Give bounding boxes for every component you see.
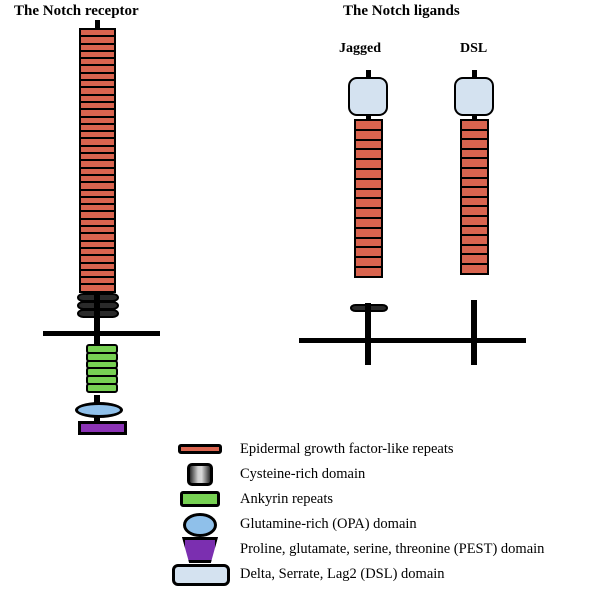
legend-item-label: Cysteine-rich domain	[240, 466, 366, 482]
legend-item: Delta, Serrate, Lag2 (DSL) domain	[170, 562, 590, 587]
legend-item: Glutamine-rich (OPA) domain	[170, 512, 590, 537]
legend-item: Epidermal growth factor-like repeats	[170, 437, 590, 462]
egf-repeat	[460, 262, 489, 275]
receptor-panel-title: The Notch receptor	[14, 3, 139, 19]
dsl-label: DSL	[460, 41, 488, 56]
ankyrin-repeat-icon	[170, 487, 232, 512]
jagged-linker-stalk	[366, 114, 371, 121]
receptor-egf-repeat-stack	[79, 28, 116, 293]
legend-item-label: Ankyrin repeats	[240, 491, 334, 507]
legend: Epidermal growth factor-like repeats Cys…	[170, 437, 590, 587]
legend-item: Cysteine-rich domain	[170, 462, 590, 487]
ligand-membrane-line	[299, 338, 526, 343]
jagged-dsl-domain	[348, 77, 388, 116]
legend-item-label: Delta, Serrate, Lag2 (DSL) domain	[240, 566, 445, 582]
jagged-egf-repeat-stack	[354, 119, 383, 278]
receptor-ankyrin-repeat-stack	[86, 344, 118, 393]
cysteine-rich-icon	[170, 462, 232, 487]
egf-repeat	[79, 283, 116, 293]
legend-item-label: Proline, glutamate, serine, threonine (P…	[240, 541, 545, 557]
receptor-pest-domain	[78, 421, 127, 435]
legend-item-label: Epidermal growth factor-like repeats	[240, 441, 454, 457]
jagged-n-terminal-stalk	[366, 70, 371, 78]
pest-domain-icon	[170, 537, 232, 563]
dsl-transmembrane-stalk	[471, 300, 477, 365]
receptor-opa-domain	[75, 402, 123, 418]
opa-domain-icon	[170, 512, 232, 537]
dsl-domain-icon	[170, 562, 232, 587]
legend-item: Proline, glutamate, serine, threonine (P…	[170, 537, 590, 563]
receptor-n-terminal-stalk	[95, 20, 100, 29]
dsl-egf-repeat-stack	[460, 119, 489, 275]
ligands-panel-title: The Notch ligands	[343, 3, 460, 19]
legend-item: Ankyrin repeats	[170, 487, 590, 512]
ankyrin-repeat	[86, 382, 118, 393]
dsl-n-terminal-stalk	[472, 70, 477, 78]
egf-repeat-icon	[170, 437, 232, 462]
dsl-dsl-domain	[454, 77, 494, 116]
jagged-transmembrane-stalk	[365, 303, 371, 365]
jagged-label: Jagged	[339, 41, 381, 56]
receptor-transmembrane-stalk	[94, 292, 100, 344]
dsl-linker-stalk	[472, 114, 477, 121]
legend-item-label: Glutamine-rich (OPA) domain	[240, 516, 417, 532]
egf-repeat	[354, 265, 383, 278]
receptor-membrane-line	[43, 331, 160, 336]
